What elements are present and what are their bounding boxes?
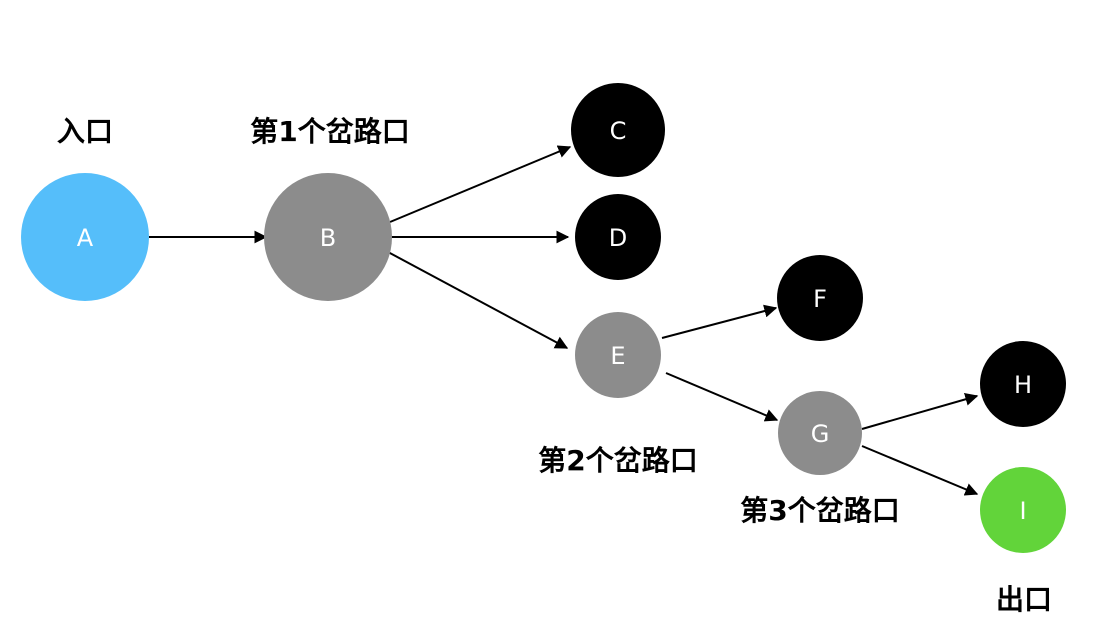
node-d: D bbox=[575, 194, 661, 280]
fork3-caption: 第3个岔路口 bbox=[740, 494, 899, 527]
edge-b-c bbox=[389, 145, 572, 223]
node-h-label: H bbox=[1014, 371, 1032, 399]
node-c-label: C bbox=[610, 117, 627, 145]
edge-e-f bbox=[661, 304, 778, 339]
entrance-caption: 入口 bbox=[57, 115, 113, 148]
node-b-circle bbox=[264, 173, 392, 301]
node-a: A bbox=[21, 173, 149, 301]
node-d-circle bbox=[575, 194, 661, 280]
node-i-circle bbox=[980, 467, 1066, 553]
fork2-caption: 第2个岔路口 bbox=[538, 444, 697, 477]
node-f-label: F bbox=[813, 285, 827, 313]
edges bbox=[149, 145, 979, 496]
node-g: G bbox=[778, 391, 862, 475]
node-c: C bbox=[571, 83, 665, 177]
edge-g-h bbox=[861, 392, 979, 430]
node-h-circle bbox=[980, 341, 1066, 427]
node-f-circle bbox=[777, 255, 863, 341]
node-f: F bbox=[777, 255, 863, 341]
node-g-circle bbox=[778, 391, 862, 475]
node-a-label: A bbox=[77, 224, 94, 252]
edge-g-i bbox=[861, 445, 979, 496]
node-d-label: D bbox=[609, 224, 627, 252]
node-a-circle bbox=[21, 173, 149, 301]
fork1-caption: 第1个岔路口 bbox=[250, 115, 409, 148]
node-h: H bbox=[980, 341, 1066, 427]
node-g-label: G bbox=[811, 420, 830, 448]
node-b-label: B bbox=[320, 224, 336, 252]
node-i-label: I bbox=[1019, 497, 1026, 525]
node-e-label: E bbox=[610, 342, 625, 370]
exit-caption: 出口 bbox=[996, 583, 1052, 616]
node-e: E bbox=[575, 312, 661, 398]
edge-e-g bbox=[665, 372, 779, 422]
node-i: I bbox=[980, 467, 1066, 553]
node-e-circle bbox=[575, 312, 661, 398]
node-b: B bbox=[264, 173, 392, 301]
edge-b-e bbox=[387, 251, 569, 349]
node-c-circle bbox=[571, 83, 665, 177]
